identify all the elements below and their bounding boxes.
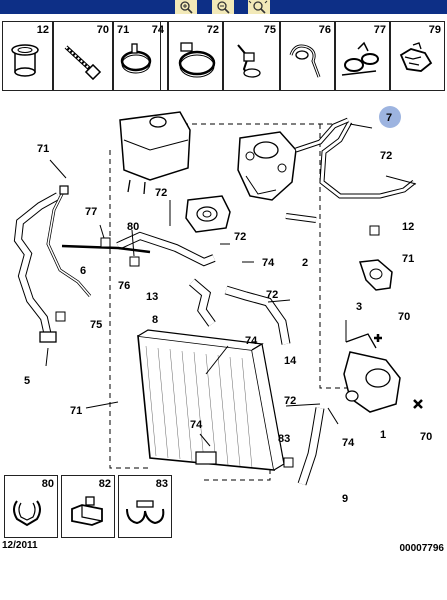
callout-76[interactable]: 76	[118, 280, 130, 292]
callout-72[interactable]: 72	[284, 395, 296, 407]
callout-71[interactable]: 71	[70, 405, 82, 417]
clip-strip: 80 82 83	[4, 475, 172, 538]
clip-tile-83[interactable]: 83	[118, 475, 172, 538]
cooling-system-diagram: 7 71 72 77 80 6 76 72 72 74 2 12 71 13 8…	[13, 106, 432, 505]
diagram-code: 00007796	[399, 543, 445, 554]
callout-72[interactable]: 72	[155, 187, 167, 199]
revision-date: 12/2011	[2, 540, 38, 551]
callout-70[interactable]: 70	[398, 311, 410, 323]
lower-hose-9[interactable]	[297, 407, 325, 486]
callout-83[interactable]: 83	[278, 433, 290, 445]
callout-74[interactable]: 74	[190, 419, 203, 431]
callout-12[interactable]: 12	[402, 221, 414, 233]
callout-13[interactable]: 13	[146, 291, 158, 303]
tile-number: 75	[263, 24, 276, 36]
zoom-in-icon	[180, 1, 193, 14]
spring-clamp-small-icon	[134, 35, 168, 91]
hardware-tile-79[interactable]: 79	[390, 21, 445, 91]
tile-number: 70	[96, 24, 109, 36]
hose-8[interactable]	[189, 278, 216, 327]
spring-clamp-icon	[120, 43, 152, 74]
oil-cooler[interactable]	[185, 195, 231, 233]
callout-3[interactable]: 3	[356, 301, 362, 313]
callout-74[interactable]: 74	[262, 257, 275, 269]
bolt-screw-icon	[64, 45, 102, 81]
hardware-tile-71[interactable]: 71	[113, 21, 161, 91]
tile-number: 80	[41, 478, 54, 490]
clip-tile-82[interactable]: 82	[61, 475, 115, 538]
callout-1[interactable]: 1	[380, 429, 386, 441]
expansion-tank[interactable]	[119, 111, 191, 195]
tile-number: 82	[98, 478, 111, 490]
double-clip-83-icon	[126, 500, 165, 525]
tile-number: 77	[373, 24, 386, 36]
callout-77[interactable]: 77	[85, 206, 97, 218]
tile-number: 71	[117, 24, 130, 36]
callout-8[interactable]: 8	[152, 314, 158, 326]
torque-markers	[374, 334, 423, 409]
tile-number: 12	[36, 24, 49, 36]
hardware-tile-77[interactable]: 77	[335, 21, 390, 91]
assembly-outline	[319, 124, 362, 389]
callout-75[interactable]: 75	[90, 319, 102, 331]
assembly-outline	[109, 150, 150, 469]
callout-70[interactable]: 70	[420, 431, 432, 443]
callout-14[interactable]: 14	[284, 355, 297, 367]
heater-pipe-6[interactable]	[46, 185, 92, 297]
zoom-fit-button[interactable]	[247, 0, 271, 14]
hardware-tile-76[interactable]: 76	[280, 21, 335, 91]
zoom-fit-icon	[248, 0, 268, 14]
water-outlet-1[interactable]	[343, 333, 401, 413]
tile-number: 76	[318, 24, 331, 36]
callout-9[interactable]: 9	[342, 493, 348, 505]
callout-72[interactable]: 72	[380, 150, 392, 162]
hardware-tile-12[interactable]: 12	[2, 21, 53, 91]
thermostat-housing[interactable]	[237, 131, 297, 201]
block-clip-icon	[71, 496, 103, 526]
p-clip-icon	[289, 44, 321, 78]
callouts: 7 71 72 77 80 6 76 72 72 74 2 12 71 13 8…	[24, 106, 432, 505]
zoom-out-button[interactable]	[211, 0, 235, 14]
callout-7[interactable]: 7	[386, 112, 392, 124]
tile-number: 83	[155, 478, 168, 490]
wire-clip-icon	[237, 44, 261, 78]
callout-71[interactable]: 71	[402, 253, 414, 265]
callout-72[interactable]: 72	[266, 289, 278, 301]
callout-80[interactable]: 80	[127, 221, 139, 233]
leader-lines	[45, 123, 417, 447]
hardware-tile-72[interactable]: 72	[168, 21, 223, 91]
double-clip-80-icon	[13, 500, 41, 527]
worm-gear-clamp-icon	[178, 42, 216, 78]
callout-72[interactable]: 72	[234, 231, 246, 243]
fastener-markers	[55, 225, 380, 468]
tile-number: 74	[151, 24, 164, 36]
bleed-hose-7[interactable]	[319, 120, 416, 199]
hardware-strip: 12 70 71 74 72	[2, 21, 445, 91]
clip-tile-80[interactable]: 80	[4, 475, 58, 538]
callout-6[interactable]: 6	[80, 265, 86, 277]
retaining-clip-icon	[399, 42, 433, 72]
highlight-badge	[379, 106, 401, 128]
bypass-pipe-2[interactable]	[285, 213, 317, 223]
radiator-hose-5[interactable]	[13, 192, 60, 343]
temperature-sensor[interactable]	[358, 259, 393, 291]
callout-71[interactable]: 71	[37, 143, 49, 155]
double-clip-icon	[341, 41, 379, 76]
toolbar	[0, 0, 447, 14]
tile-number: 72	[206, 24, 219, 36]
radiator[interactable]	[137, 329, 285, 471]
hardware-tile-75[interactable]: 75	[223, 21, 280, 91]
hardware-tile-70[interactable]: 70	[53, 21, 113, 91]
hardware-tile-74[interactable]: 74	[134, 21, 168, 91]
callout-5[interactable]: 5	[24, 375, 30, 387]
tile-number: 79	[428, 24, 441, 36]
sleeve-bushing-icon	[11, 44, 39, 77]
zoom-in-button[interactable]	[174, 0, 198, 14]
callout-74[interactable]: 74	[245, 335, 258, 347]
callout-2[interactable]: 2	[302, 257, 308, 269]
callout-74[interactable]: 74	[342, 437, 355, 449]
zoom-out-icon	[217, 1, 230, 14]
